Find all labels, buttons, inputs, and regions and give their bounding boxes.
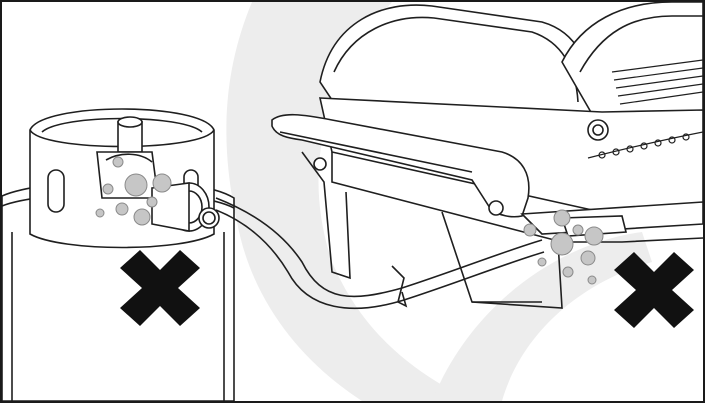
gas-hose <box>215 197 545 310</box>
incorrect-x-icon-tank <box>120 250 200 326</box>
incorrect-x-icon-grill <box>614 252 694 328</box>
propane-tank <box>2 108 235 401</box>
leak-bubbles-tank <box>95 156 172 226</box>
igniter-chain <box>587 131 703 159</box>
portable-grill <box>271 2 703 309</box>
cooking-grate <box>611 59 703 105</box>
leak-bubbles-grill <box>523 209 604 285</box>
